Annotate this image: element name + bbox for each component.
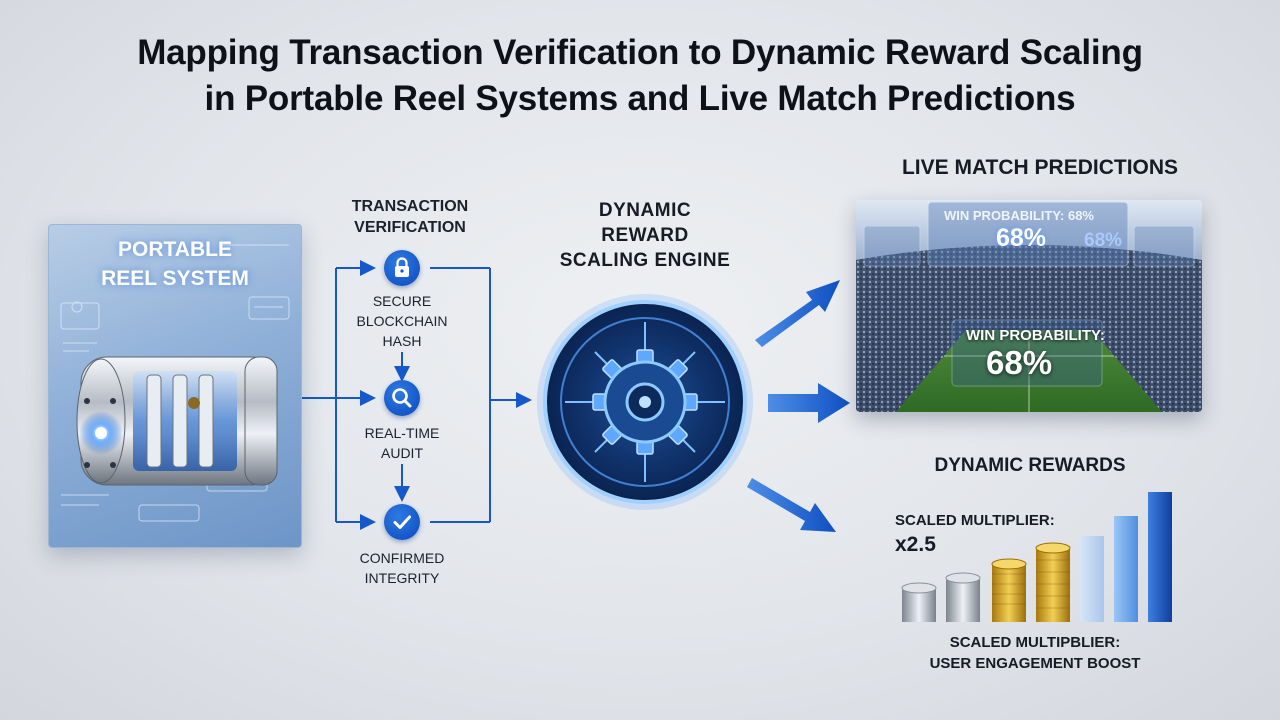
step-integrity-node — [384, 504, 420, 540]
boost-line2: USER ENGAGEMENT BOOST — [929, 655, 1141, 672]
win-probability-banner-label: WIN PROBABILITY: 68% — [944, 208, 1094, 223]
verification-title-line1: TRANSACTION — [351, 198, 469, 215]
verification-title: TRANSACTION VERIFICATION — [320, 196, 500, 238]
win-probability-label: WIN PROBABILITY: — [966, 327, 1105, 344]
step2-line2: AUDIT — [381, 445, 423, 461]
arrow-to-rewards — [747, 478, 836, 532]
stadium-illustration — [856, 200, 1202, 412]
engine-line2: REWARD — [601, 225, 689, 246]
step3-line2: INTEGRITY — [364, 570, 440, 586]
step-integrity-label: CONFIRMED INTEGRITY — [330, 548, 474, 588]
step-audit-label: REAL-TIME AUDIT — [330, 423, 474, 463]
live-match-title: LIVE MATCH PREDICTIONS — [901, 156, 1179, 179]
arrow-to-predictions — [768, 383, 850, 423]
win-probability-value: 68% — [986, 344, 1053, 381]
engine-title: DYNAMIC REWARD SCALING ENGINE — [545, 198, 745, 273]
title-line-1: Mapping Transaction Verification to Dyna… — [137, 33, 1143, 72]
engine-line3: SCALING ENGINE — [559, 250, 731, 271]
reel-panel-title: PORTABLE REEL SYSTEM — [49, 235, 301, 293]
win-probability-banner-value: 68% — [996, 224, 1047, 252]
step2-line1: REAL-TIME — [364, 425, 440, 441]
arrow-to-predictions-upper — [755, 280, 840, 347]
step-secure-hash-label: SECURE BLOCKCHAIN HASH — [330, 291, 474, 351]
silver-coin-stack-1 — [901, 582, 937, 622]
dynamic-rewards-title: DYNAMIC REWARDS — [934, 455, 1126, 476]
reel-illustration — [60, 244, 290, 522]
rewards-coins-and-bars — [901, 492, 1172, 622]
win-probability-side-value: 68% — [1084, 230, 1123, 251]
scaled-multiplier-label: SCALED MULTIPLIER: — [895, 512, 1055, 529]
verification-title-line2: VERIFICATION — [354, 219, 466, 236]
step-secure-hash-node — [384, 250, 420, 286]
step-audit-node — [384, 380, 420, 416]
silver-coin-stack-2 — [945, 572, 981, 622]
scaled-multiplier-value: x2.5 — [895, 533, 936, 556]
lock-icon — [395, 257, 409, 277]
step3-line1: CONFIRMED — [359, 550, 445, 566]
gold-coin-stack-1 — [991, 558, 1027, 622]
reel-label-line2: REEL SYSTEM — [101, 267, 249, 290]
magnifier-icon — [392, 388, 412, 408]
growth-bar-2 — [1114, 516, 1138, 622]
engine-line1: DYNAMIC — [598, 200, 692, 221]
engagement-boost-label: SCALED MULTIPBLIER: USER ENGAGEMENT BOOS… — [900, 632, 1170, 674]
step1-line3: HASH — [382, 333, 422, 349]
step1-line1: SECURE — [372, 293, 432, 309]
step1-line2: BLOCKCHAIN — [356, 313, 448, 329]
gold-coin-stack-2 — [1035, 542, 1071, 622]
boost-line1: SCALED MULTIPBLIER: — [949, 634, 1121, 651]
page-title: Mapping Transaction Verification to Dyna… — [0, 30, 1280, 122]
checkmark-icon — [393, 515, 411, 529]
growth-bar-1 — [1080, 536, 1104, 622]
scaling-engine-gear — [537, 294, 753, 510]
title-line-2: in Portable Reel Systems and Live Match … — [204, 79, 1076, 118]
growth-bar-3 — [1148, 492, 1172, 622]
verification-bracket — [300, 260, 532, 530]
stadium-panel: WIN PROBABILITY: 68% 68% 68% WIN PROBABI… — [856, 200, 1202, 412]
portable-reel-panel: PORTABLE REEL SYSTEM — [48, 224, 302, 548]
reel-label-line1: PORTABLE — [118, 238, 232, 261]
